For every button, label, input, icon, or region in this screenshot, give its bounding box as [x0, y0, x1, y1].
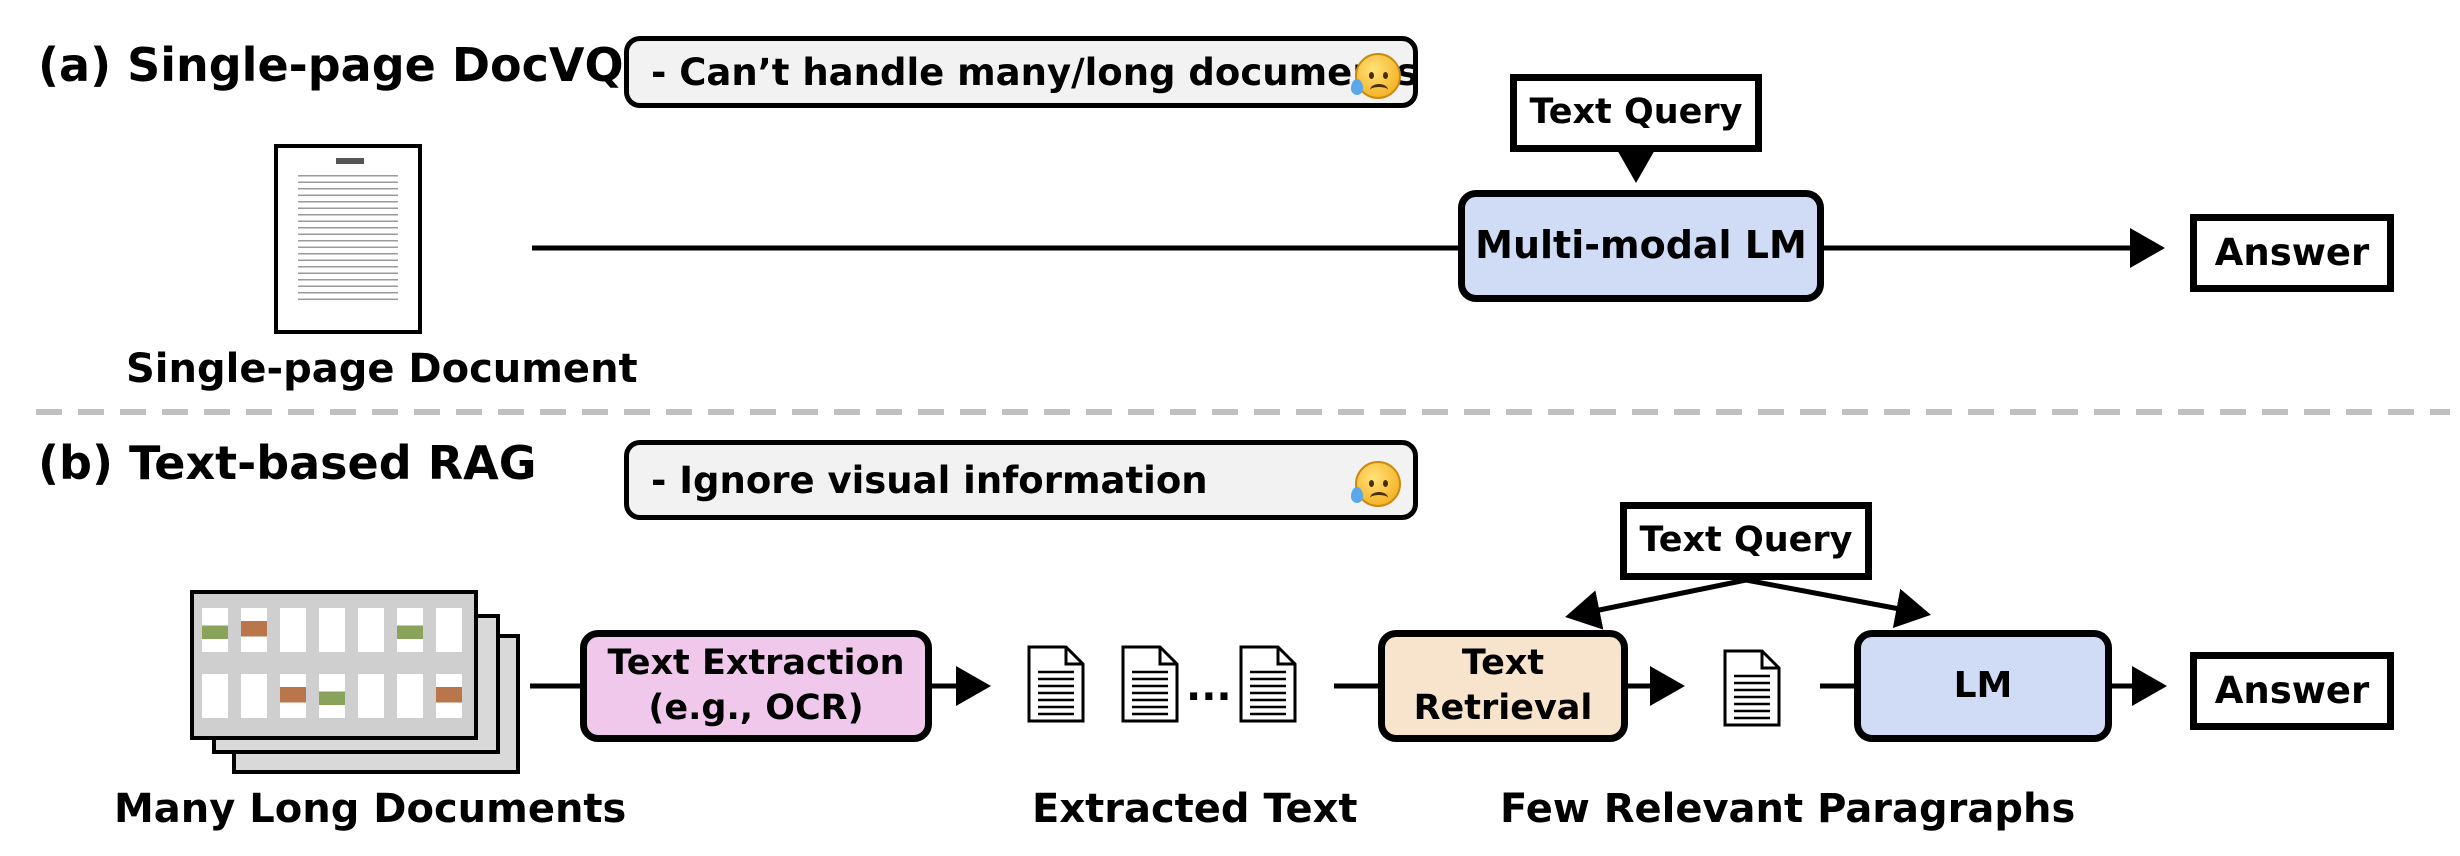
single-page-document-thumbnail: [274, 144, 422, 334]
text-file-icon: [1120, 644, 1180, 728]
section-a-note-text: - Can’t handle many/long documents: [651, 50, 1419, 94]
section-b-limitation-note: - Ignore visual information: [624, 440, 1418, 520]
sad-sweat-face-icon: [1351, 53, 1401, 99]
multi-modal-lm-label: Multi-modal LM: [1475, 223, 1807, 268]
page-thumbnail: [397, 608, 423, 652]
document-page-front: [190, 590, 478, 740]
text-retrieval-label-line1: Text: [1461, 642, 1545, 683]
section-a-limitation-note: - Can’t handle many/long documents: [624, 36, 1418, 108]
text-extraction-box: Text Extraction (e.g., OCR): [580, 630, 932, 742]
page-thumbnail: [358, 608, 384, 652]
text-retrieval-box: Text Retrieval: [1378, 630, 1628, 742]
page-thumbnail: [358, 674, 384, 718]
section-a-answer-label: Answer: [2214, 230, 2370, 274]
text-file-icon: [1238, 644, 1298, 728]
text-extraction-label: Text Extraction: [607, 642, 905, 683]
section-b-title: (b) Text-based RAG: [38, 436, 537, 490]
section-b-note-text: - Ignore visual information: [651, 458, 1208, 502]
section-divider: [36, 409, 2450, 415]
lm-box: LM: [1854, 630, 2112, 742]
ellipsis: ...: [1186, 664, 1232, 710]
page-thumbnail: [202, 608, 228, 652]
page-thumbnail: [280, 608, 306, 652]
page-thumbnail: [436, 674, 462, 718]
page-thumbnail: [202, 674, 228, 718]
page-thumbnail: [241, 674, 267, 718]
page-thumbnail: [319, 674, 345, 718]
section-a-answer-box: Answer: [2190, 214, 2394, 292]
many-long-documents-label: Many Long Documents: [114, 786, 627, 832]
section-b-text-query-box: Text Query: [1620, 502, 1872, 580]
section-a-title: (a) Single-page DocVQA: [38, 38, 660, 92]
lm-label: LM: [1953, 664, 2013, 706]
page-thumbnail: [436, 608, 462, 652]
sad-sweat-face-icon: [1351, 461, 1401, 507]
extracted-text-label: Extracted Text: [1032, 786, 1358, 832]
multi-modal-lm-box: Multi-modal LM: [1458, 190, 1824, 302]
section-b-text-query-label: Text Query: [1639, 520, 1853, 561]
query-to-lm-arrow: [1745, 577, 1931, 629]
page-thumbnail: [397, 674, 423, 718]
section-b-answer-box: Answer: [2190, 652, 2394, 730]
section-a-text-query-label: Text Query: [1529, 92, 1743, 133]
query-to-retrieval-arrow: [1565, 577, 1747, 630]
text-extraction-example: (e.g., OCR): [648, 688, 864, 728]
single-page-document-label: Single-page Document: [126, 346, 638, 392]
page-thumbnail: [280, 674, 306, 718]
few-relevant-paragraphs-label: Few Relevant Paragraphs: [1500, 786, 2076, 832]
text-file-icon: [1722, 648, 1782, 732]
page-thumbnail: [319, 608, 345, 652]
text-retrieval-label-line2: Retrieval: [1413, 688, 1593, 728]
page-thumbnail: [241, 608, 267, 652]
section-b-answer-label: Answer: [2214, 668, 2370, 712]
text-file-icon: [1026, 644, 1086, 728]
